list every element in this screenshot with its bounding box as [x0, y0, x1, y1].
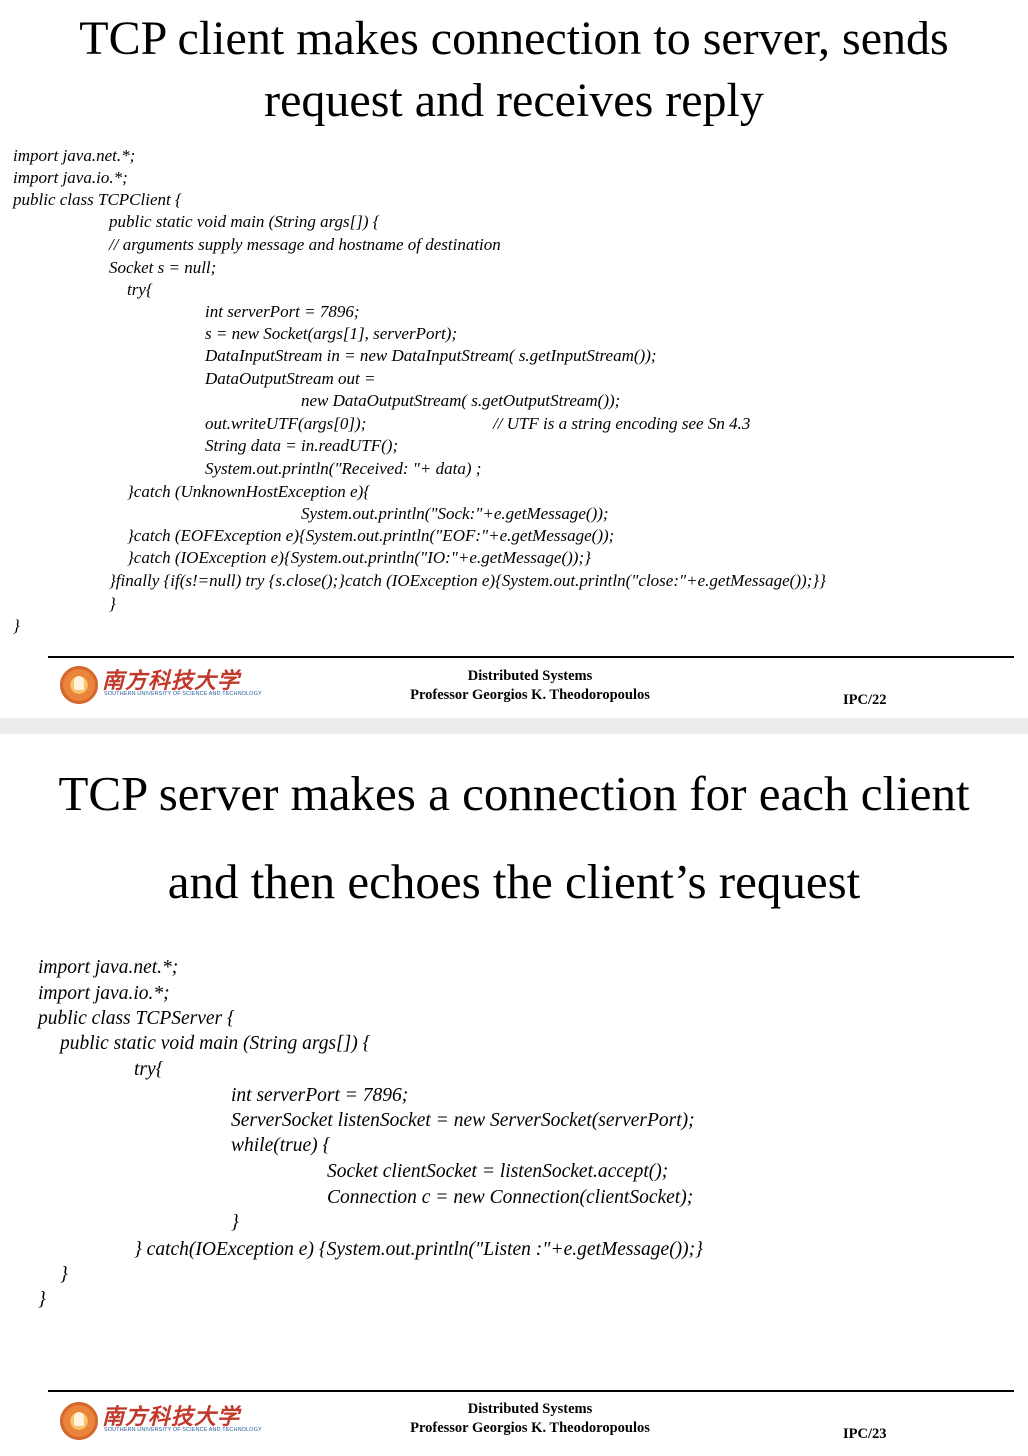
code-line: Connection c = new Connection(clientSock…	[327, 1187, 694, 1208]
code-line: } catch(IOException e) {System.out.print…	[134, 1239, 703, 1260]
code-line: // arguments supply message and hostname…	[109, 235, 501, 254]
code-line: }finally {if(s!=null) try {s.close();}ca…	[109, 571, 826, 590]
university-logo: 南方科技大学 SOUTHERN UNIVERSITY OF SCIENCE AN…	[60, 664, 262, 704]
code-line: int serverPort = 7896;	[231, 1085, 409, 1106]
code-line: import java.net.*;	[38, 957, 179, 978]
course-name: Distributed Systems	[467, 668, 593, 684]
code-block-tcp-server: import java.net.*; import java.io.*; pub…	[0, 734, 1028, 1456]
university-name-en: SOUTHERN UNIVERSITY OF SCIENCE AND TECHN…	[104, 1427, 262, 1433]
university-name-en: SOUTHERN UNIVERSITY OF SCIENCE AND TECHN…	[104, 691, 262, 697]
page-number: IPC/22	[843, 692, 887, 708]
code-line: Socket clientSocket = listenSocket.accep…	[327, 1161, 669, 1182]
code-line: public class TCPServer {	[38, 1008, 235, 1029]
code-line: try{	[127, 280, 153, 299]
code-line: import java.net.*;	[13, 146, 136, 165]
code-line: s = new Socket(args[1], serverPort);	[205, 324, 458, 343]
slide-ipc-23: TCP server makes a connection for each c…	[0, 734, 1028, 1456]
code-line: while(true) {	[231, 1135, 331, 1156]
code-line: int serverPort = 7896;	[205, 302, 360, 321]
title-line: TCP server makes a connection for each c…	[58, 766, 970, 821]
code-line: }	[60, 1264, 68, 1285]
university-name-cn: 南方科技大学	[102, 668, 241, 694]
code-line: new DataOutputStream( s.getOutputStream(…	[301, 391, 621, 410]
code-line: }	[231, 1212, 239, 1233]
code-line: public static void main (String args[]) …	[109, 212, 380, 231]
footer-divider	[48, 656, 1014, 658]
footer-credit: Distributed Systems Professor Georgios K…	[380, 1400, 680, 1438]
code-line: public static void main (String args[]) …	[60, 1033, 371, 1054]
code-line: public class TCPClient {	[13, 190, 182, 209]
code-line: String data = in.readUTF();	[205, 436, 399, 455]
code-line: }	[38, 1289, 46, 1310]
footer-credit: Distributed Systems Professor Georgios K…	[380, 667, 680, 705]
university-emblem-icon	[60, 666, 98, 704]
code-line: System.out.println("Sock:"+e.getMessage(…	[301, 504, 609, 523]
university-logo: 南方科技大学 SOUTHERN UNIVERSITY OF SCIENCE AN…	[60, 1400, 262, 1440]
slide-title: TCP server makes a connection for each c…	[0, 750, 1028, 926]
code-line: import java.io.*;	[38, 983, 170, 1004]
code-line: }catch (UnknownHostException e){	[127, 482, 371, 501]
code-line: }catch (EOFException e){System.out.print…	[127, 526, 615, 545]
code-line: DataOutputStream out =	[205, 369, 376, 388]
code-line: }	[109, 594, 116, 613]
code-line: import java.io.*;	[13, 168, 128, 187]
university-emblem-icon	[60, 1402, 98, 1440]
code-line: out.writeUTF(args[0]);	[205, 414, 367, 433]
code-line: }	[13, 616, 20, 635]
title-line: and then echoes the client’s request	[167, 854, 861, 909]
university-name-cn: 南方科技大学	[102, 1404, 241, 1430]
title-line: TCP client makes connection to server, s…	[79, 12, 949, 65]
code-line: try{	[134, 1059, 164, 1080]
code-comment: // UTF is a string encoding see Sn 4.3	[493, 414, 751, 433]
course-name: Distributed Systems	[467, 1401, 593, 1417]
professor-name: Professor Georgios K. Theodoropoulos	[410, 687, 650, 703]
code-line: DataInputStream in = new DataInputStream…	[205, 346, 657, 365]
code-line: Socket s = null;	[109, 258, 217, 277]
page-number: IPC/23	[843, 1426, 887, 1442]
code-block-tcp-client: import java.net.*; import java.io.*; pub…	[0, 0, 1028, 718]
slide-separator	[0, 718, 1028, 734]
code-line: System.out.println("Received: "+ data) ;	[205, 459, 482, 478]
code-line: ServerSocket listenSocket = new ServerSo…	[231, 1110, 695, 1131]
code-line: }catch (IOException e){System.out.printl…	[127, 548, 591, 567]
slide-ipc-22: TCP client makes connection to server, s…	[0, 0, 1028, 718]
footer-divider	[48, 1390, 1014, 1392]
title-line: request and receives reply	[264, 74, 764, 127]
professor-name: Professor Georgios K. Theodoropoulos	[410, 1420, 650, 1436]
slide-title: TCP client makes connection to server, s…	[0, 8, 1028, 132]
